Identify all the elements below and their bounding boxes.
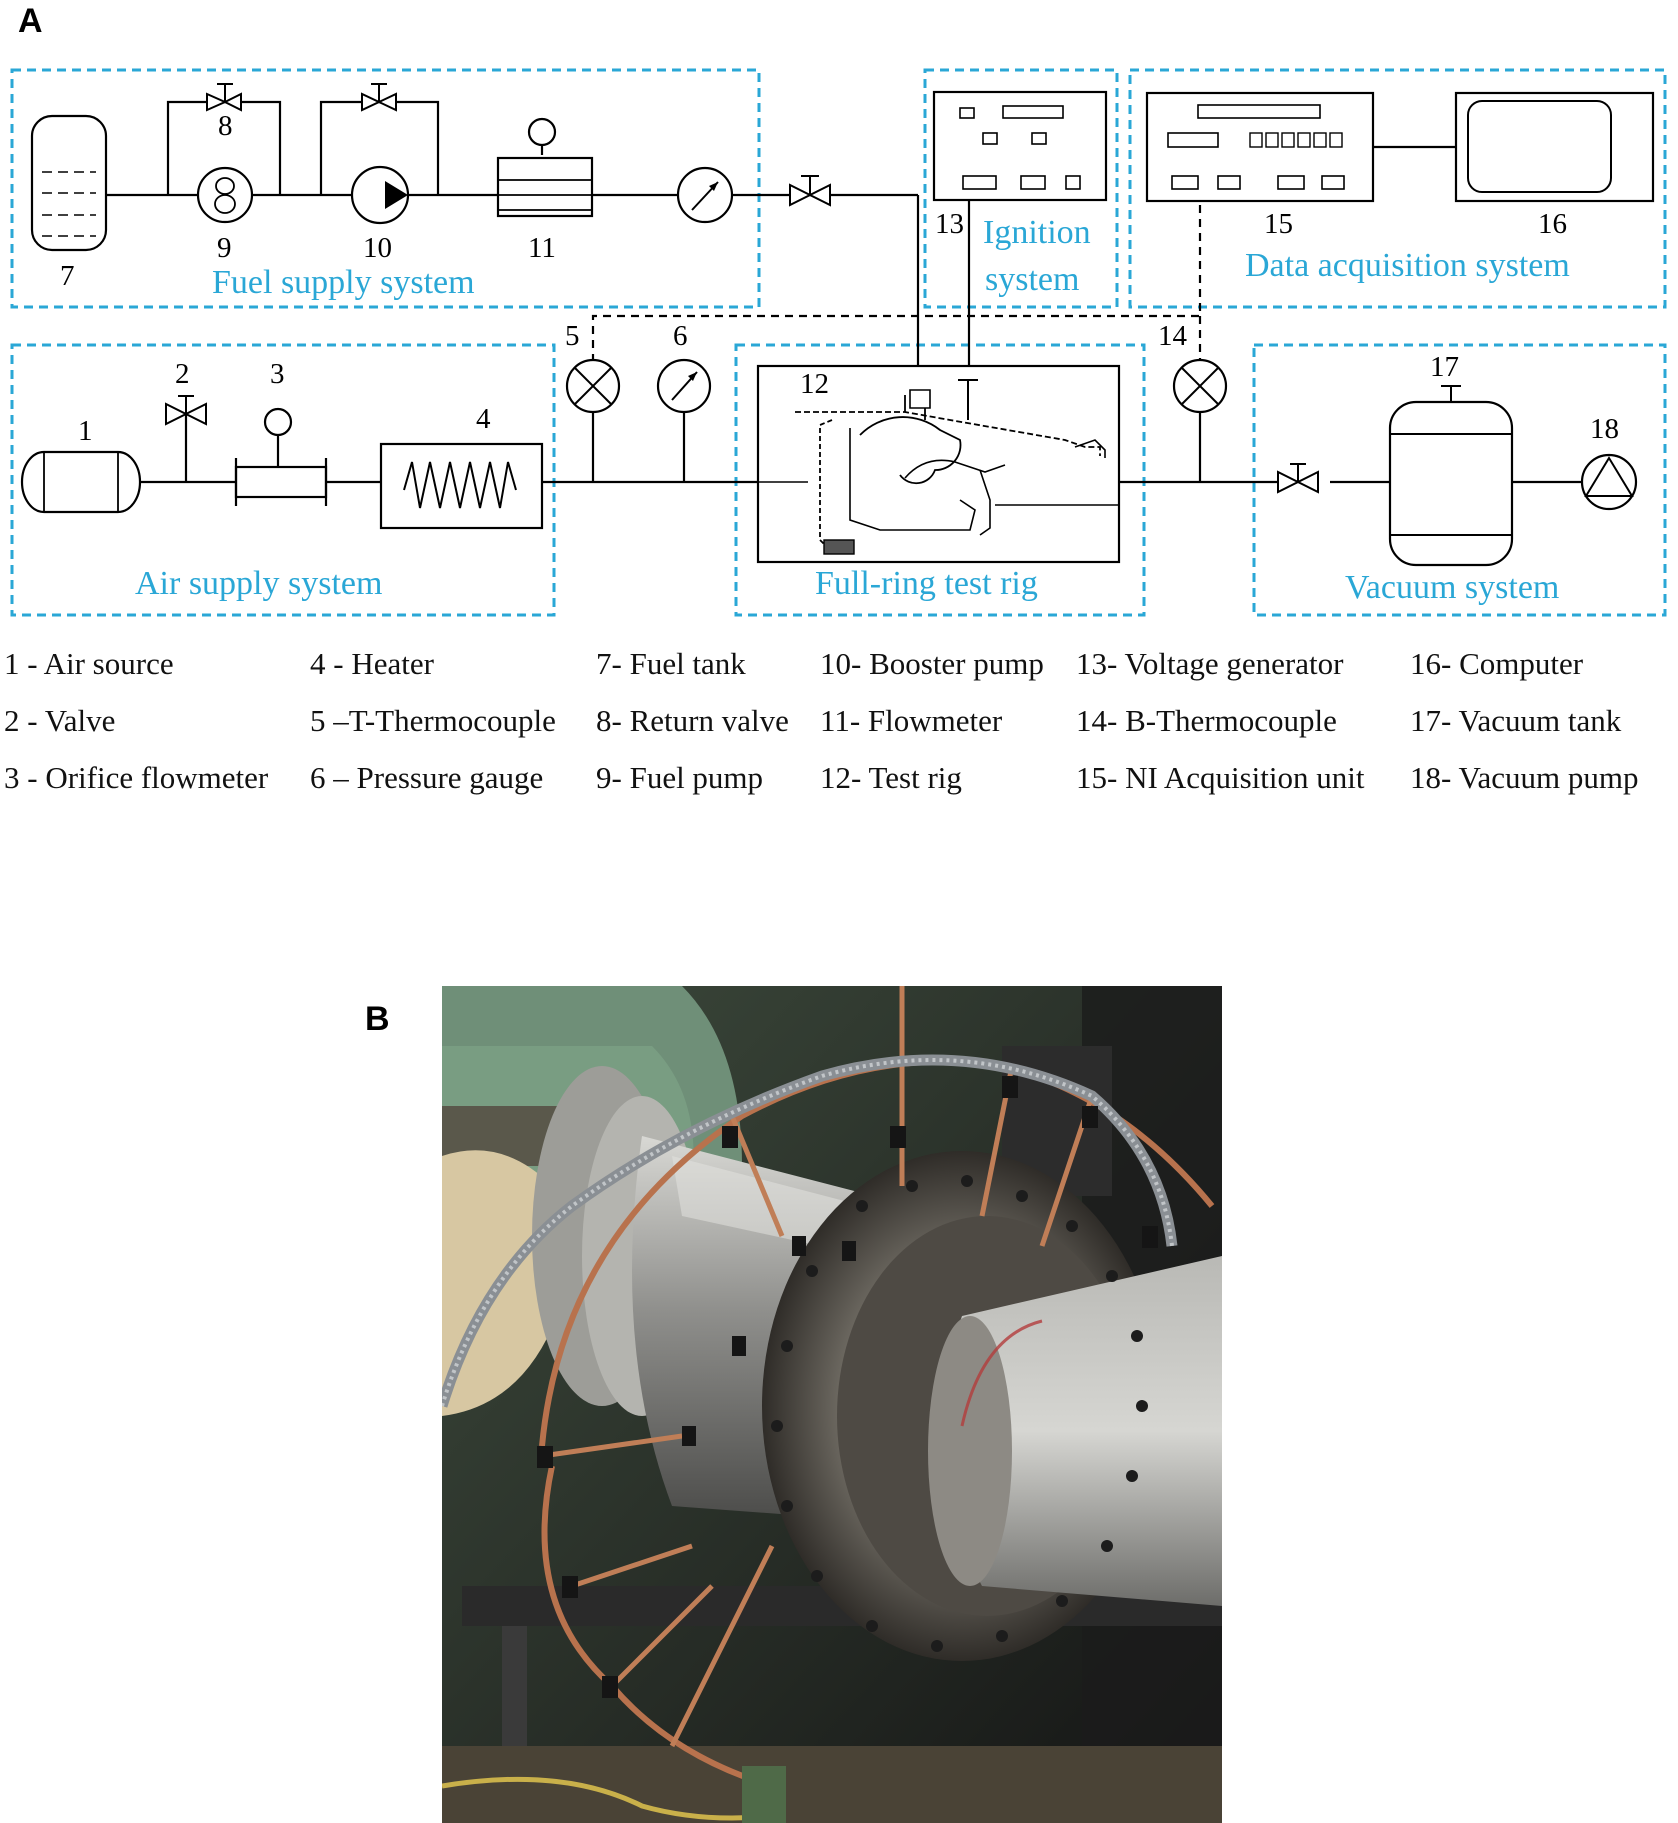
legend-item: 5 –T-Thermocouple: [310, 703, 556, 738]
label-12: 12: [800, 368, 829, 400]
legend-item: 7- Fuel tank: [596, 646, 746, 681]
booster-pump-icon: [350, 165, 410, 225]
fuel-pressure-gauge-icon: [676, 166, 734, 224]
legend-item: 14- B-Thermocouple: [1076, 703, 1337, 738]
label-6: 6: [673, 320, 688, 352]
label-16: 16: [1538, 208, 1567, 240]
ignition-title-line2: system: [985, 261, 1079, 298]
label-14: 14: [1158, 320, 1188, 352]
legend-item: 17- Vacuum tank: [1410, 703, 1622, 738]
label-7: 7: [60, 260, 75, 292]
label-3: 3: [270, 358, 285, 390]
computer-icon: [1454, 91, 1655, 203]
legend: 1 - Air source 2 - Valve 3 - Orifice flo…: [0, 640, 1678, 820]
b-thermocouple-icon: [1172, 358, 1228, 414]
legend-item: 16- Computer: [1410, 646, 1584, 681]
legend-item: 18- Vacuum pump: [1410, 760, 1639, 795]
air-supply-box: [10, 343, 556, 617]
legend-item: 11- Flowmeter: [820, 703, 1003, 738]
panel-label-a: A: [18, 2, 43, 40]
vacuum-box: [1252, 343, 1667, 617]
label-11: 11: [528, 232, 556, 264]
label-9: 9: [217, 232, 232, 264]
t-thermocouple-icon: [565, 358, 621, 414]
fuel-pump-icon: [196, 166, 254, 224]
test-rig-box: [734, 343, 1146, 617]
voltage-generator-icon: [932, 90, 1108, 202]
label-10: 10: [363, 232, 392, 264]
fuel-valve-icon: [789, 175, 831, 207]
label-1: 1: [78, 415, 93, 447]
pressure-gauge-icon: [656, 358, 712, 414]
legend-item: 8- Return valve: [596, 703, 789, 738]
air-valve-icon: [165, 395, 207, 426]
vacuum-tank-icon: [1388, 385, 1514, 567]
orifice-flowmeter-icon: [234, 407, 328, 506]
legend-item: 1 - Air source: [4, 646, 174, 681]
schematic-diagram: 7 8 9 10 11 13 15 16 1 2 3 4 5 6 12 14 1…: [10, 68, 1667, 617]
legend-item: 4 - Heater: [310, 646, 434, 681]
label-15: 15: [1264, 208, 1293, 240]
legend-item: 6 – Pressure gauge: [310, 760, 544, 795]
ignition-title-line1: Ignition: [983, 214, 1091, 251]
air-source-icon: [20, 450, 142, 514]
legend-item: 2 - Valve: [4, 703, 116, 738]
legend-item: 10- Booster pump: [820, 646, 1044, 681]
legend-item: 9- Fuel pump: [596, 760, 764, 795]
fuel-supply-box: [10, 68, 761, 309]
test-rig-icon: [756, 364, 1121, 564]
legend-item: 15- NI Acquisition unit: [1076, 760, 1365, 795]
heater-icon: [379, 442, 544, 530]
air-supply-title: Air supply system: [135, 565, 382, 602]
label-5: 5: [565, 320, 580, 352]
test-rig-photo: [442, 986, 1222, 1823]
label-13: 13: [935, 208, 964, 240]
legend-item: 13- Voltage generator: [1076, 646, 1344, 681]
vacuum-title: Vacuum system: [1345, 569, 1559, 606]
daq-title: Data acquisition system: [1245, 247, 1570, 284]
return-valve-icon: [206, 83, 242, 112]
vacuum-valve-icon: [1277, 463, 1319, 494]
daq-box: [1128, 68, 1667, 309]
label-4: 4: [476, 403, 491, 435]
ignition-box: [923, 68, 1119, 309]
flowmeter-icon: [496, 117, 594, 218]
fuel-tank-icon: [30, 114, 108, 252]
fuel-supply-title: Fuel supply system: [212, 264, 475, 301]
panel-label-b: B: [365, 1000, 390, 1038]
vacuum-pump-icon: [1580, 453, 1638, 511]
label-2: 2: [175, 358, 190, 390]
test-rig-title: Full-ring test rig: [815, 565, 1038, 602]
ni-acquisition-unit-icon: [1145, 91, 1375, 203]
legend-item: 3 - Orifice flowmeter: [4, 760, 269, 795]
label-8: 8: [218, 110, 233, 142]
legend-item: 12- Test rig: [820, 760, 962, 795]
booster-return-valve-icon: [361, 83, 397, 112]
label-18: 18: [1590, 413, 1619, 445]
label-17: 17: [1430, 351, 1459, 383]
